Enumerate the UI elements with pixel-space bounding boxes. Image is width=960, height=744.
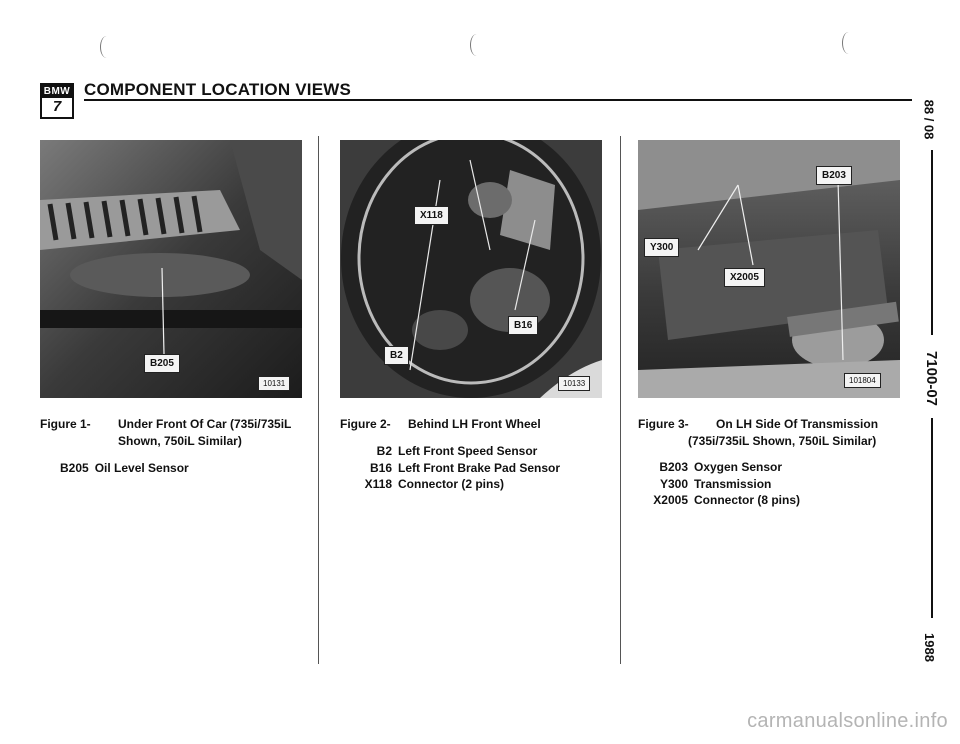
legend-code: Y300 (659, 476, 688, 491)
figure-2-photo-art (340, 140, 602, 398)
figure-2-legend: B2 Left Front Speed Sensor B16 Left Fron… (358, 443, 560, 493)
callout-y300: Y300 (644, 238, 680, 257)
figure-3-caption-line-1: On LH Side Of Transmission (716, 417, 879, 431)
figure-1-caption-label: Figure 1- (40, 417, 91, 431)
figure-3-legend: B203 Oxygen Sensor Y300 Transmission X20… (640, 459, 800, 509)
callout-b2: B2 (384, 346, 409, 365)
logo-brand: BMW (42, 85, 72, 98)
figure-2-caption-label: Figure 2- (340, 417, 391, 431)
legend-row: B16 Left Front Brake Pad Sensor (358, 460, 560, 477)
figure-1-legend: B205 Oil Level Sensor (60, 460, 189, 477)
side-section-number: 7100-07 (923, 350, 941, 407)
photo-number: 101804 (844, 373, 881, 388)
figure-1-caption-line-1: Under Front Of Car (735i/735iL (118, 417, 292, 431)
figure-2-photo: X118 B16 B2 10133 (340, 140, 602, 398)
legend-desc: Oxygen Sensor (694, 460, 783, 474)
legend-row: B2 Left Front Speed Sensor (358, 443, 560, 460)
scan-mark (842, 32, 855, 54)
callout-x118: X118 (414, 206, 449, 225)
figure-1-photo-art (40, 140, 302, 398)
legend-desc: Transmission (694, 476, 772, 491)
legend-code: X118 (364, 477, 392, 491)
bmw-logo-icon: BMW 7 (40, 83, 74, 119)
legend-desc: Connector (2 pins) (398, 477, 505, 491)
figure-1-photo: B205 10131 (40, 140, 302, 398)
callout-b203: B203 (816, 166, 852, 185)
page-title: COMPONENT LOCATION VIEWS (84, 80, 352, 99)
callout-x2005: X2005 (724, 268, 765, 287)
title-rule (84, 99, 912, 101)
figure-3-photo: B203 Y300 X2005 101804 (638, 140, 900, 398)
figure-3-caption-label: Figure 3- (638, 417, 689, 431)
logo-series: 7 (52, 98, 62, 115)
photo-number: 10131 (258, 376, 291, 391)
legend-desc: Left Front Brake Pad Sensor (398, 460, 561, 475)
callout-b205: B205 (144, 354, 180, 373)
legend-desc: Oil Level Sensor (94, 461, 189, 475)
legend-row: X2005 Connector (8 pins) (640, 492, 800, 509)
side-rule (931, 418, 933, 618)
legend-code: B2 (376, 444, 392, 458)
figure-3-caption-line-2: (735i/735iL Shown, 750iL Similar) (688, 434, 877, 448)
legend-row: X118 Connector (2 pins) (358, 476, 560, 493)
legend-code: B16 (369, 460, 392, 475)
photo-number: 10133 (558, 376, 591, 391)
figure-1-caption-line-2: Shown, 750iL Similar) (118, 434, 242, 448)
legend-row: Y300 Transmission (640, 476, 800, 493)
legend-code: B205 (60, 461, 89, 475)
legend-desc: Left Front Speed Sensor (398, 444, 538, 458)
legend-code: X2005 (653, 493, 688, 507)
figure-3-photo-art (638, 140, 900, 398)
legend-desc: Connector (8 pins) (694, 493, 801, 507)
legend-row: B203 Oxygen Sensor (640, 459, 800, 476)
side-rule (931, 150, 933, 335)
legend-code: B203 (659, 460, 688, 474)
legend-row: B205 Oil Level Sensor (60, 460, 189, 477)
scan-mark (100, 36, 113, 58)
column-divider (318, 136, 319, 664)
figure-2-caption-line-1: Behind LH Front Wheel (408, 417, 541, 431)
watermark: carmanualsonline.info (747, 710, 948, 732)
side-date: 88 / 08 (921, 99, 937, 140)
column-divider (620, 136, 621, 664)
callout-b16: B16 (508, 316, 539, 335)
scan-mark (470, 34, 483, 56)
side-year: 1988 (921, 633, 937, 662)
